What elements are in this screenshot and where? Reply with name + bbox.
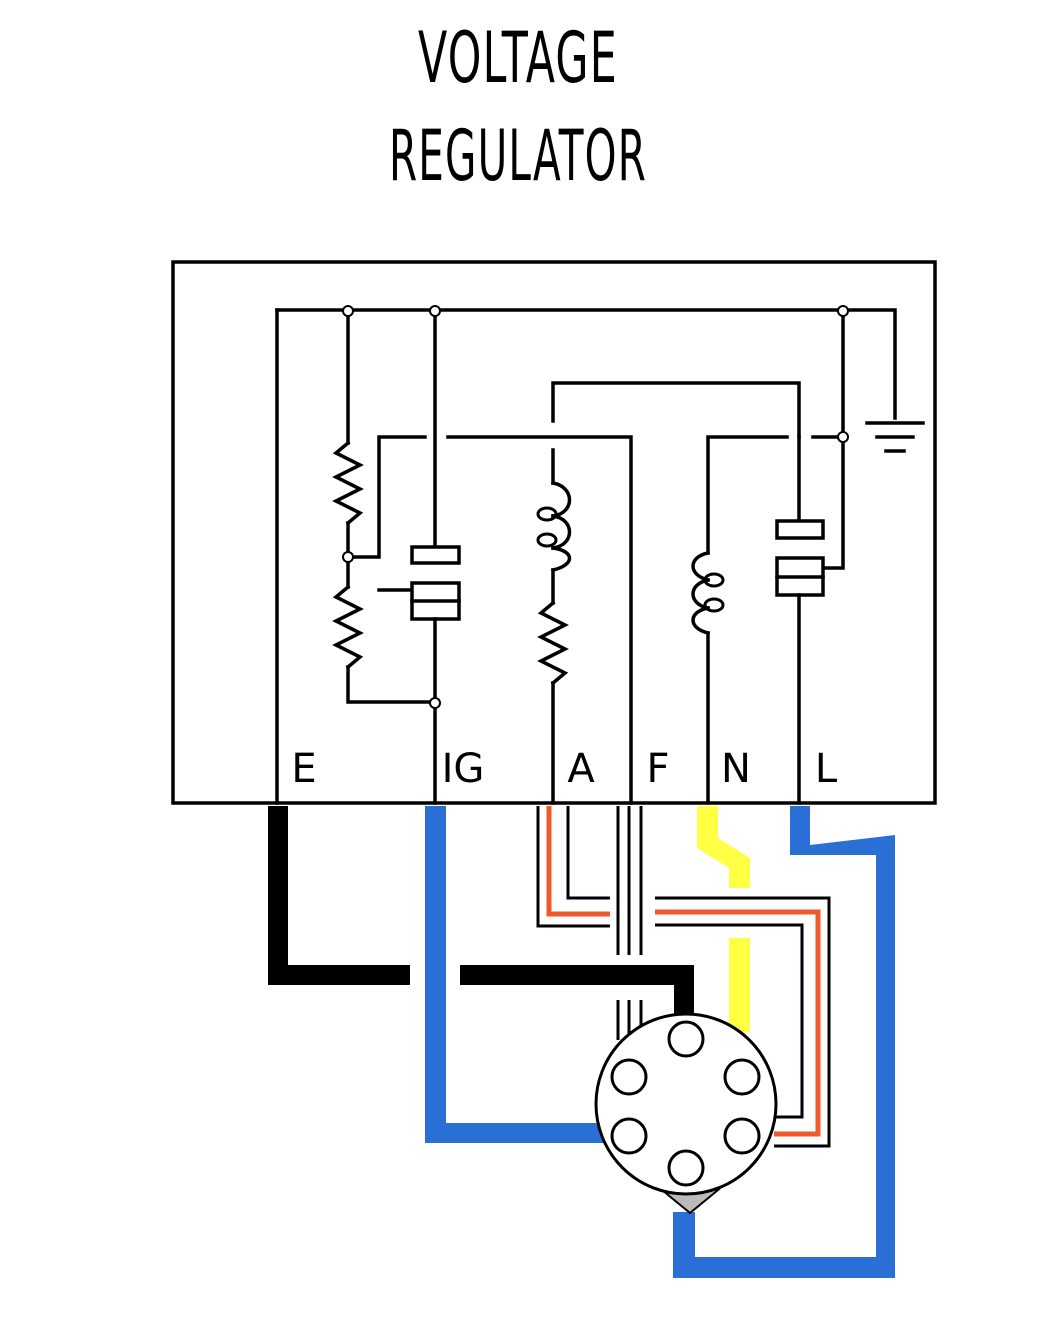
terminal-label-e: E bbox=[291, 746, 316, 792]
junction-node bbox=[429, 305, 441, 317]
contact-points-icon bbox=[410, 545, 461, 565]
junction-node bbox=[429, 697, 441, 709]
connector-pin bbox=[723, 1117, 761, 1155]
wire-l bbox=[673, 806, 895, 1278]
wire-f bbox=[460, 965, 694, 1015]
wire-ig bbox=[425, 806, 603, 1143]
wire-f-leads bbox=[616, 806, 643, 1040]
junction-node bbox=[837, 305, 849, 317]
contact-points-icon bbox=[775, 519, 825, 540]
terminal-label-f: F bbox=[646, 746, 669, 792]
alternator-connector-icon bbox=[594, 1012, 778, 1215]
terminal-label-l: L bbox=[815, 746, 838, 792]
terminal-label-ig: IG bbox=[442, 746, 485, 792]
connector-pin bbox=[610, 1058, 648, 1096]
ground-icon bbox=[865, 421, 925, 453]
resistor-icon bbox=[332, 440, 364, 526]
wire-n bbox=[697, 806, 750, 1032]
title-line-1: VOLTAGE bbox=[418, 17, 618, 99]
resistor-icon bbox=[537, 600, 569, 686]
coil-icon bbox=[691, 550, 725, 636]
connector-pin bbox=[723, 1058, 761, 1096]
internal-circuit bbox=[275, 305, 925, 805]
wire-a bbox=[536, 806, 831, 1148]
diagram-title: VOLTAGE REGULATOR bbox=[389, 17, 647, 197]
connector-pin bbox=[667, 1020, 705, 1058]
coil-icon bbox=[536, 480, 572, 573]
connector-pin bbox=[667, 1149, 705, 1187]
external-harness bbox=[268, 806, 895, 1278]
wire-e bbox=[268, 806, 410, 985]
junction-node bbox=[837, 431, 849, 443]
junction-node bbox=[342, 305, 354, 317]
title-line-2: REGULATOR bbox=[389, 115, 647, 197]
terminal-label-n: N bbox=[721, 746, 751, 792]
resistor-icon bbox=[332, 584, 364, 670]
terminal-label-a: A bbox=[567, 746, 595, 792]
connector-pin bbox=[610, 1117, 648, 1155]
junction-node bbox=[342, 551, 354, 563]
terminal-labels: E IG A F N L bbox=[291, 746, 837, 792]
